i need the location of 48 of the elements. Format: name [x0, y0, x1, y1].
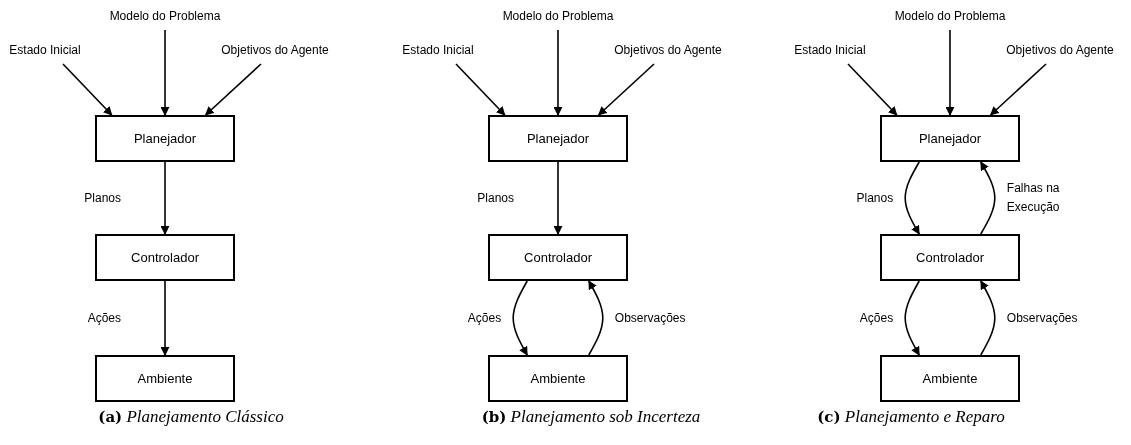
arrow: [160, 161, 170, 235]
input-label: Modelo do Problema: [95, 6, 235, 26]
process-box: Controlador: [488, 234, 628, 281]
subfigure-caption: (c) Planejamento e Reparo: [817, 407, 1005, 427]
edge-label: Planos: [476, 189, 514, 207]
input-label: Objetivos do Agente: [990, 40, 1130, 60]
arrow: [945, 29, 955, 116]
arrow: [62, 63, 113, 116]
input-label: Estado Inicial: [785, 40, 875, 60]
process-box: Ambiente: [488, 355, 628, 402]
edge-label: Ações: [466, 309, 502, 327]
process-box: Planejador: [488, 115, 628, 162]
input-label: Estado Inicial: [0, 40, 90, 60]
arrow: [847, 63, 898, 116]
edge-label: Planos: [83, 189, 121, 207]
subfigure-caption: (b) Planejamento sob Incerteza: [481, 407, 701, 427]
input-label: Modelo do Problema: [880, 6, 1020, 26]
process-box: Ambiente: [880, 355, 1020, 402]
process-box: Ambiente: [95, 355, 235, 402]
edge-label: Planos: [855, 189, 894, 207]
process-box: Controlador: [95, 234, 235, 281]
edge-label: Ações: [858, 309, 894, 327]
process-box: Planejador: [880, 115, 1020, 162]
arrow: [160, 280, 170, 356]
arrow: [512, 280, 528, 356]
input-label: Modelo do Problema: [488, 6, 628, 26]
edge-label: Falhas na Execução: [1006, 180, 1060, 216]
arrow: [904, 161, 920, 235]
arrow: [597, 63, 655, 116]
input-label: Estado Inicial: [393, 40, 483, 60]
edge-label: Observações: [1006, 309, 1078, 327]
arrow: [553, 29, 563, 116]
arrow: [204, 63, 262, 116]
input-label: Objetivos do Agente: [598, 40, 738, 60]
arrow: [553, 161, 563, 235]
arrow: [904, 280, 920, 356]
arrow: [989, 63, 1047, 116]
arrow: [588, 280, 604, 356]
process-box: Planejador: [95, 115, 235, 162]
edge-label: Observações: [614, 309, 686, 327]
process-box: Controlador: [880, 234, 1020, 281]
arrow: [455, 63, 506, 116]
input-label: Objetivos do Agente: [205, 40, 345, 60]
arrow: [980, 280, 996, 356]
arrow: [160, 29, 170, 116]
subfigure-caption: (a) Planejamento Clássico: [98, 407, 284, 427]
arrow: [980, 161, 996, 235]
edge-label: Ações: [86, 309, 121, 327]
